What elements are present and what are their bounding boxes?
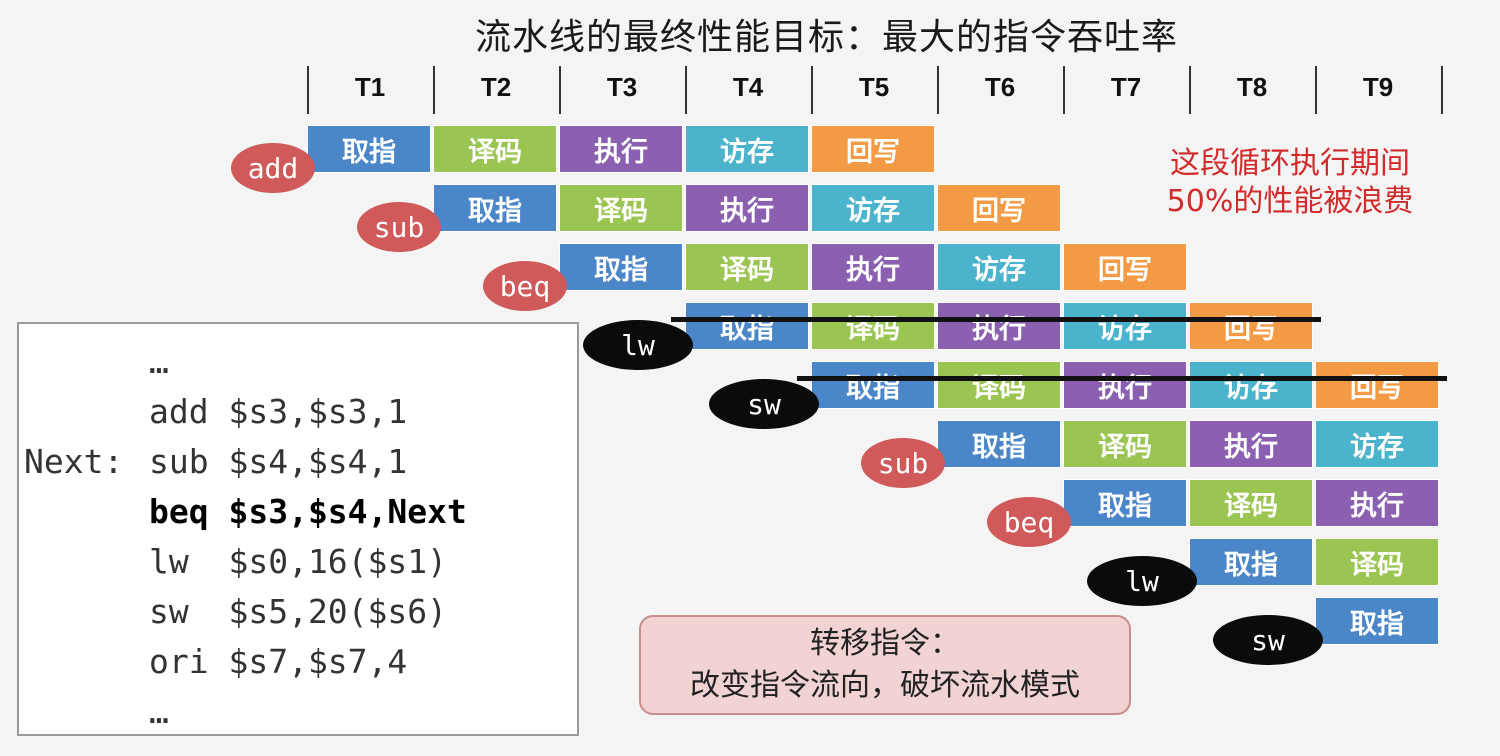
time-tick xyxy=(433,66,435,114)
stage-exec: 执行 xyxy=(1189,420,1313,468)
callout-line-2: 改变指令流向，破坏流水模式 xyxy=(690,668,1080,703)
time-tick xyxy=(1441,66,1443,114)
time-label-t5: T5 xyxy=(858,72,890,102)
stage-decode: 译码 xyxy=(811,302,935,350)
code-label: Next: xyxy=(24,442,124,481)
time-tick xyxy=(1189,66,1191,114)
time-label-t7: T7 xyxy=(1110,72,1142,102)
stage-exec: 执行 xyxy=(1315,479,1439,527)
stage-fetch: 取指 xyxy=(307,125,431,173)
code-line: sub $s4,$s4,1 xyxy=(149,442,408,481)
stage-fetch: 取指 xyxy=(1063,479,1187,527)
time-label-t3: T3 xyxy=(606,72,638,102)
code-line: beq $s3,$s4,Next xyxy=(149,492,467,531)
time-tick xyxy=(1063,66,1065,114)
stage-decode: 译码 xyxy=(1189,479,1313,527)
time-tick xyxy=(685,66,687,114)
stage-decode: 译码 xyxy=(1315,538,1439,586)
code-line: ori $s7,$s7,4 xyxy=(149,642,408,681)
instr-oval-beq: beq xyxy=(483,261,567,311)
time-tick xyxy=(559,66,561,114)
instr-oval-sw: sw xyxy=(709,379,819,429)
instr-oval-sw: sw xyxy=(1213,615,1323,665)
instr-oval-lw: lw xyxy=(583,320,693,370)
stage-fetch: 取指 xyxy=(1315,597,1439,645)
stage-exec: 执行 xyxy=(1063,361,1187,409)
code-line: … xyxy=(149,342,169,381)
time-label-t2: T2 xyxy=(480,72,512,102)
code-line: sw $s5,20($s6) xyxy=(149,592,448,631)
note-line-1: 这段循环执行期间 xyxy=(1170,146,1410,181)
title-text: 流水线的最终性能目标：最大的指令吞吐率 xyxy=(475,17,1179,58)
stage-fetch: 取指 xyxy=(1189,538,1313,586)
stage-mem: 访存 xyxy=(1315,420,1439,468)
stage-mem: 访存 xyxy=(937,243,1061,291)
strike-line xyxy=(671,317,1321,322)
stage-decode: 译码 xyxy=(559,184,683,232)
time-tick xyxy=(1315,66,1317,114)
stage-decode: 译码 xyxy=(937,361,1061,409)
code-line: add $s3,$s3,1 xyxy=(149,392,408,431)
time-tick xyxy=(307,66,309,114)
stage-mem: 访存 xyxy=(811,184,935,232)
waste-note: 这段循环执行期间 50%的性能被浪费 xyxy=(1140,145,1440,221)
stage-exec: 执行 xyxy=(937,302,1061,350)
instr-oval-add: add xyxy=(231,143,315,193)
time-tick xyxy=(811,66,813,114)
branch-callout: 转移指令： 改变指令流向，破坏流水模式 xyxy=(639,615,1131,715)
stage-wb: 回写 xyxy=(937,184,1061,232)
instr-oval-sub: sub xyxy=(861,438,945,488)
stage-decode: 译码 xyxy=(685,243,809,291)
instr-oval-lw: lw xyxy=(1087,556,1197,606)
time-tick xyxy=(937,66,939,114)
stage-wb: 回写 xyxy=(811,125,935,173)
time-label-t6: T6 xyxy=(984,72,1016,102)
stage-decode: 译码 xyxy=(433,125,557,173)
time-label-t9: T9 xyxy=(1362,72,1394,102)
code-line: lw $s0,16($s1) xyxy=(149,542,448,581)
callout-line-1: 转移指令： xyxy=(810,626,960,661)
stage-exec: 执行 xyxy=(559,125,683,173)
stage-fetch: 取指 xyxy=(811,361,935,409)
instr-oval-sub: sub xyxy=(357,202,441,252)
stage-wb: 回写 xyxy=(1315,361,1439,409)
stage-mem: 访存 xyxy=(1189,361,1313,409)
stage-fetch: 取指 xyxy=(433,184,557,232)
stage-mem: 访存 xyxy=(685,125,809,173)
time-label-t4: T4 xyxy=(732,72,764,102)
time-label-t8: T8 xyxy=(1236,72,1268,102)
instr-oval-beq: beq xyxy=(987,497,1071,547)
stage-exec: 执行 xyxy=(685,184,809,232)
stage-wb: 回写 xyxy=(1063,243,1187,291)
note-line-2: 50%的性能被浪费 xyxy=(1166,184,1414,219)
stage-fetch: 取指 xyxy=(937,420,1061,468)
stage-mem: 访存 xyxy=(1063,302,1187,350)
stage-wb: 回写 xyxy=(1189,302,1313,350)
stage-exec: 执行 xyxy=(811,243,935,291)
strike-line xyxy=(797,376,1447,381)
stage-fetch: 取指 xyxy=(559,243,683,291)
time-label-t1: T1 xyxy=(354,72,386,102)
stage-decode: 译码 xyxy=(1063,420,1187,468)
stage-fetch: 取指 xyxy=(685,302,809,350)
code-line: … xyxy=(149,692,169,731)
